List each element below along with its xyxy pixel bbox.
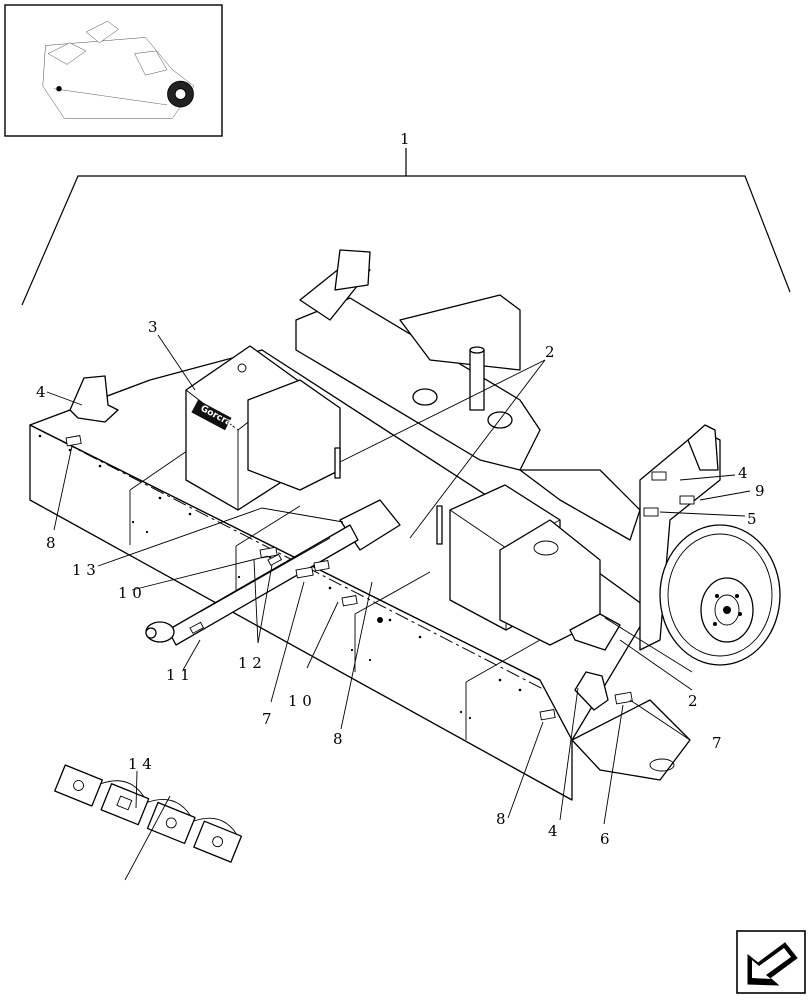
callout-8-left: 8 [46, 534, 56, 552]
callout-2-upper: 2 [545, 343, 555, 361]
callout-7-right: 7 [712, 734, 722, 752]
callout-5: 5 [747, 510, 757, 528]
decals [65, 375, 633, 721]
callout-10-middle: 1 0 [288, 692, 312, 710]
back-arrow-icon[interactable] [736, 930, 806, 994]
callout-1: 1 [400, 130, 410, 148]
main-frame [295, 249, 721, 651]
callout-10-left: 1 0 [118, 584, 142, 602]
assembly-bracket [21, 148, 791, 306]
callout-3: 3 [148, 318, 158, 336]
callout-7-left: 7 [262, 710, 272, 728]
callout-6: 6 [600, 830, 610, 848]
callout-4-bottom: 4 [548, 822, 558, 840]
callout-8-middle: 8 [333, 730, 343, 748]
driveline [145, 499, 401, 646]
callout-8-bottom: 8 [496, 810, 506, 828]
blade-detail [54, 764, 243, 881]
callout-11: 1 1 [166, 666, 190, 684]
thumbnail-overview[interactable] [4, 4, 223, 137]
callout-4-right: 4 [738, 464, 748, 482]
callout-2-lower: 2 [688, 692, 698, 710]
callout-4-left: 4 [36, 383, 46, 401]
callout-12: 1 2 [238, 654, 262, 672]
callout-13: 1 3 [72, 561, 96, 579]
callout-9: 9 [755, 482, 765, 500]
callout-labels: 1 2 2 3 4 4 4 5 6 7 7 8 8 8 9 1 0 1 0 1 … [36, 130, 765, 848]
callout-14: 1 4 [128, 755, 152, 773]
leader-lines [46, 334, 751, 825]
gauge-wheel [659, 524, 781, 666]
